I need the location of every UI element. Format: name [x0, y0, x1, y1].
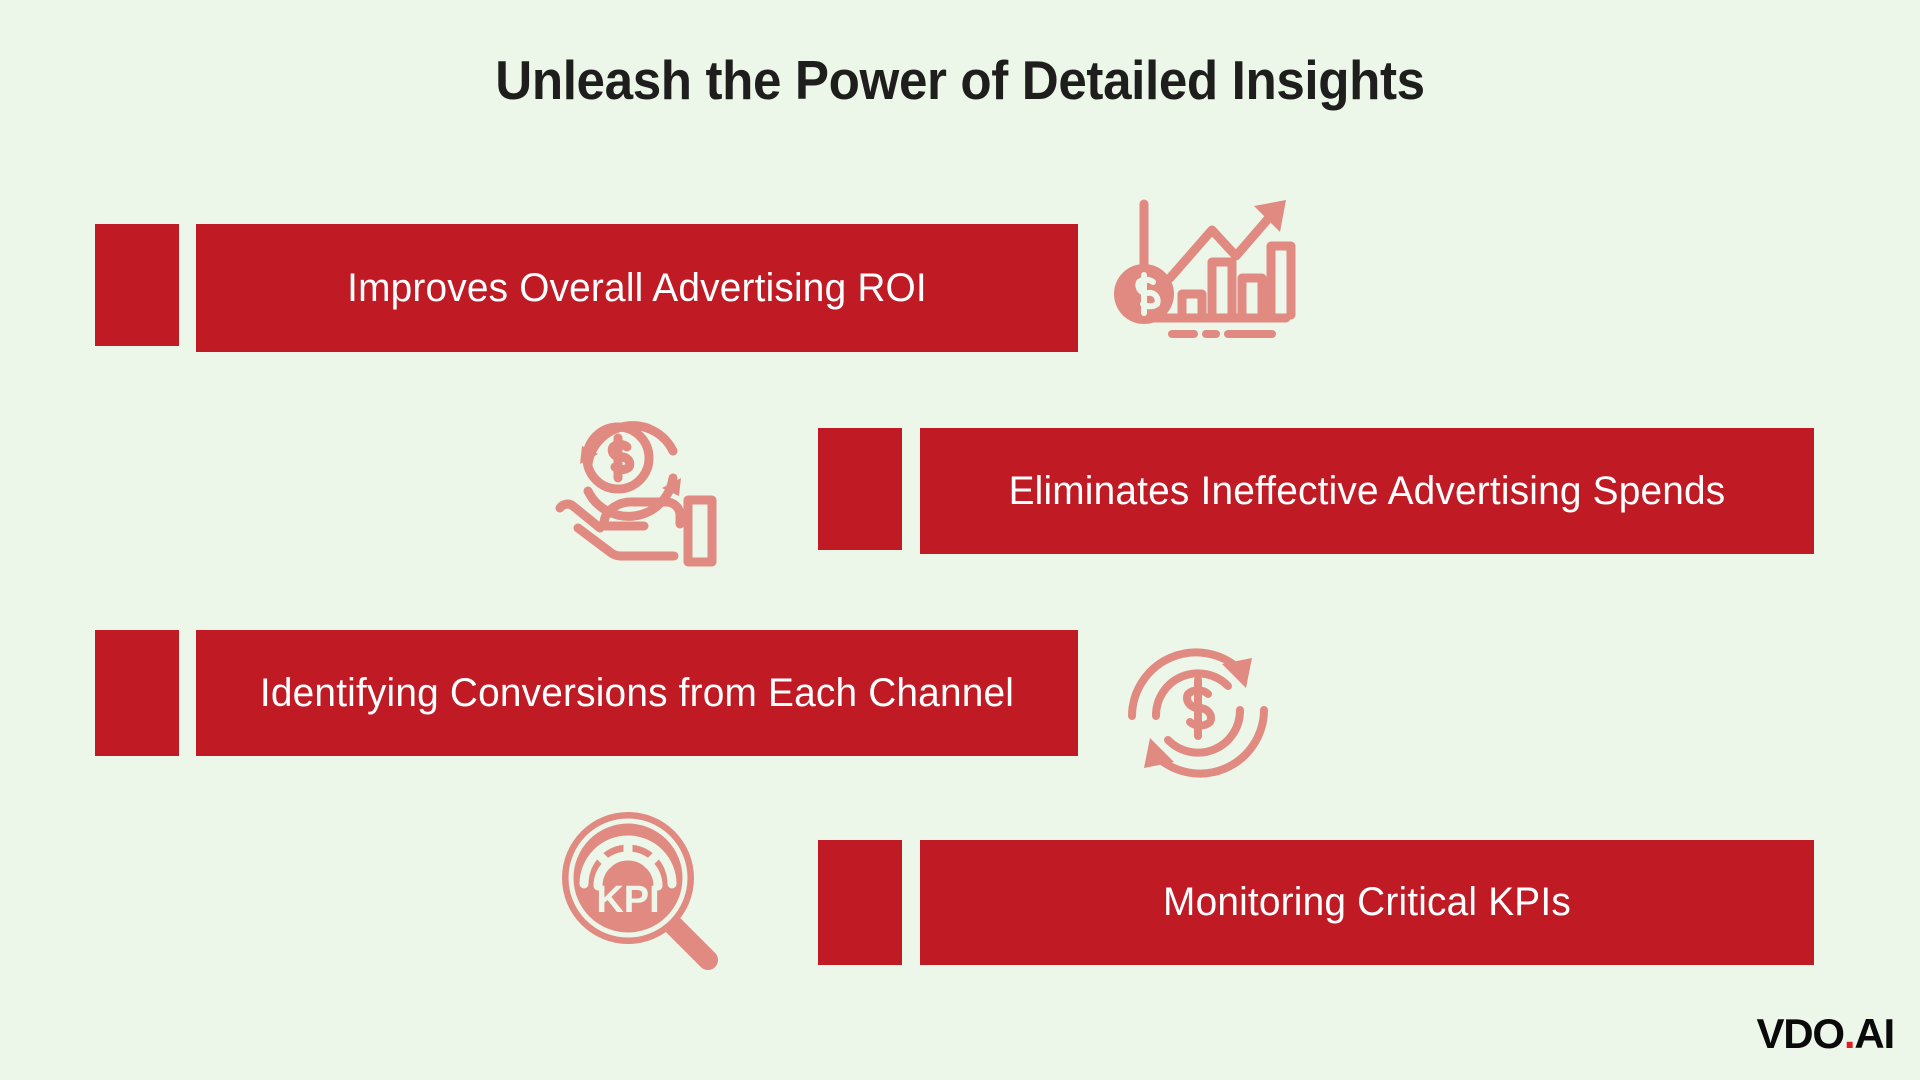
- feature-bar-2[interactable]: Eliminates Ineffective Advertising Spend…: [920, 428, 1814, 554]
- page-title: Unleash the Power of Detailed Insights: [495, 49, 1425, 111]
- feature-bar-1[interactable]: Improves Overall Advertising ROI: [196, 224, 1078, 352]
- feature-bar-1-label: Improves Overall Advertising ROI: [347, 265, 927, 310]
- feature-bar-4-label: Monitoring Critical KPIs: [1163, 880, 1571, 924]
- feature-bar-4[interactable]: Monitoring Critical KPIs: [920, 840, 1814, 965]
- vdo-ai-logo: VDO.AI: [1756, 1010, 1895, 1058]
- feature-bar-3-label: Identifying Conversions from Each Channe…: [259, 670, 1015, 715]
- feature-bar-2-label: Eliminates Ineffective Advertising Spend…: [1008, 468, 1726, 513]
- kpi-magnifier-gauge-icon: KPI: [556, 806, 726, 976]
- logo-dot: .: [1843, 1010, 1856, 1057]
- dollar-conversion-arrows-icon: [1118, 638, 1278, 788]
- kpi-icon-label: KPI: [596, 879, 659, 921]
- accent-block-1: [95, 224, 179, 346]
- accent-block-4: [818, 840, 902, 965]
- accent-block-3: [95, 630, 179, 756]
- feature-bar-3[interactable]: Identifying Conversions from Each Channe…: [196, 630, 1078, 756]
- logo-text-suffix: AI: [1854, 1010, 1895, 1057]
- logo-text-main: VDO: [1756, 1010, 1845, 1057]
- hand-holding-money-refresh-icon: [548, 404, 738, 572]
- roi-growth-chart-icon: [1108, 182, 1308, 342]
- accent-block-2: [818, 428, 902, 550]
